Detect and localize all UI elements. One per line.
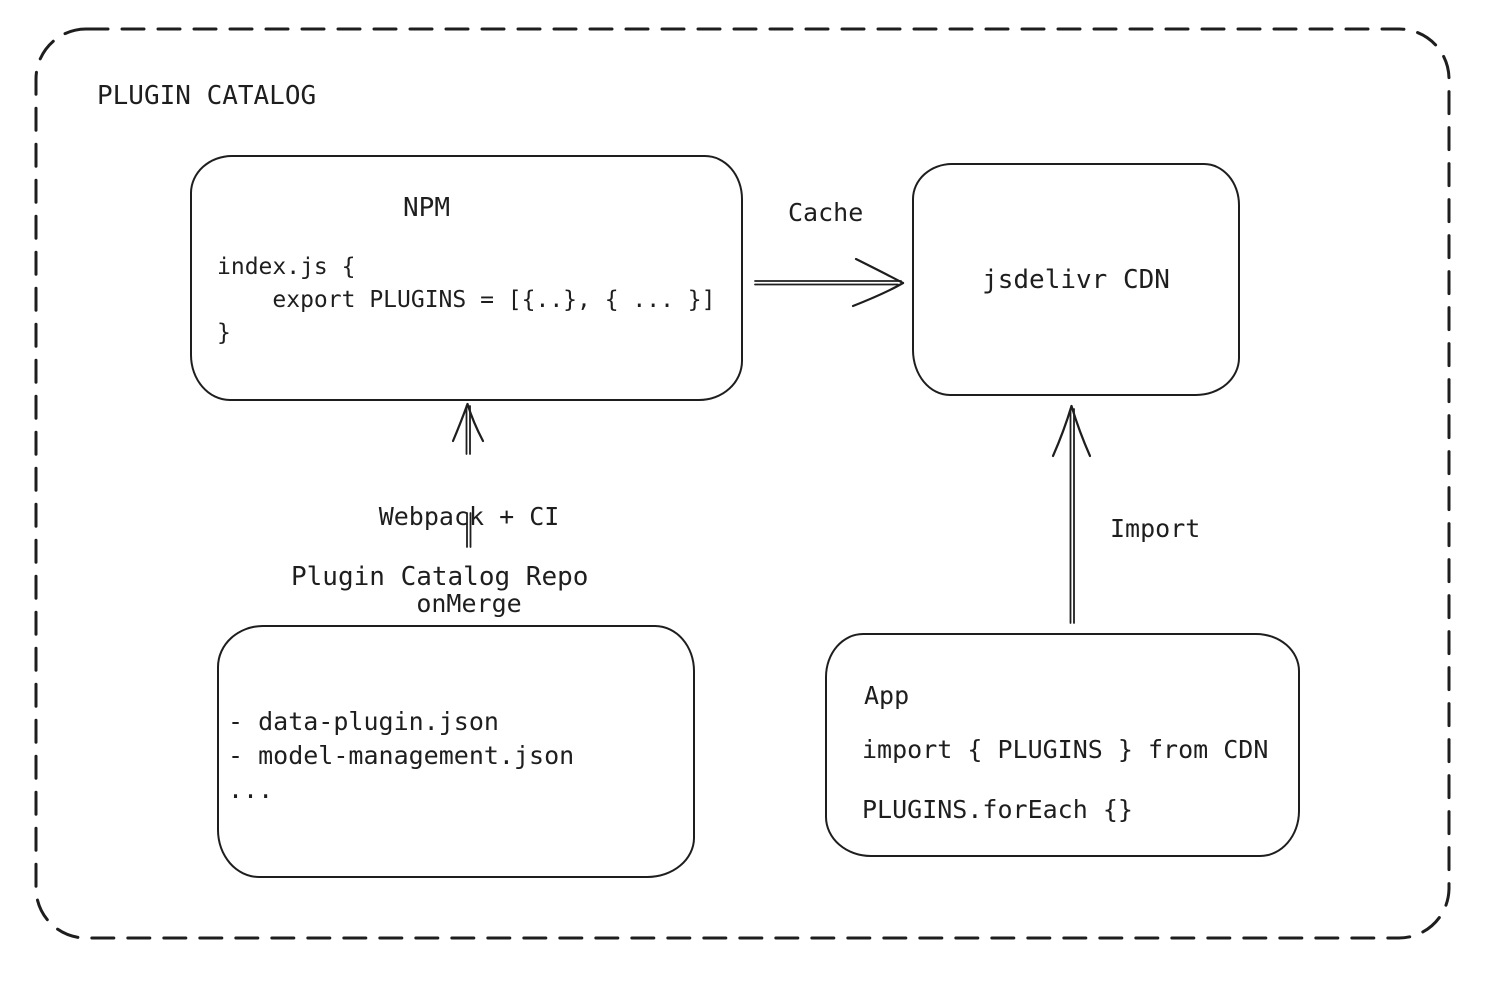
- repo-file-item: - data-plugin.json: [228, 707, 499, 736]
- app-node-title: App: [864, 681, 910, 710]
- npm-code-line: export PLUGINS = [{..}, { ... }]: [217, 287, 716, 313]
- cache-edge-label: Cache: [788, 198, 864, 227]
- npm-node[interactable]: NPM index.js { export PLUGINS = [{..}, {…: [190, 155, 743, 401]
- app-code-line: PLUGINS.forEach {}: [862, 795, 1133, 824]
- npm-code-block: index.js { export PLUGINS = [{..}, { ...…: [217, 251, 716, 350]
- repo-file-item: ...: [228, 775, 274, 804]
- build-arrow[interactable]: [451, 402, 485, 455]
- repo-node[interactable]: - data-plugin.json - model-management.js…: [217, 625, 695, 878]
- build-connector-line[interactable]: [466, 512, 472, 548]
- build-edge-label-line1: Webpack + CI: [378, 502, 560, 531]
- import-edge-label: Import: [1110, 514, 1201, 543]
- repo-file-item: - model-management.json: [228, 741, 575, 770]
- import-arrow[interactable]: [1051, 404, 1092, 624]
- app-code-line: import { PLUGINS } from CDN: [862, 735, 1269, 764]
- cdn-node-label: jsdelivr CDN: [982, 264, 1170, 295]
- npm-node-title: NPM: [403, 193, 450, 223]
- build-edge-label: Webpack + CI onMerge: [349, 444, 589, 676]
- build-edge-label-line2: onMerge: [416, 589, 522, 618]
- repo-file-list: - data-plugin.json - model-management.js…: [228, 705, 574, 807]
- cache-arrow[interactable]: [754, 257, 905, 308]
- plugin-catalog-frame: [34, 27, 1451, 940]
- frame-title: PLUGIN CATALOG: [97, 81, 317, 111]
- npm-code-line: index.js {: [217, 254, 356, 280]
- cdn-node[interactable]: jsdelivr CDN: [912, 163, 1240, 396]
- repo-node-title: Plugin Catalog Repo: [291, 562, 589, 592]
- app-node[interactable]: App import { PLUGINS } from CDN PLUGINS.…: [825, 633, 1300, 857]
- npm-code-line: }: [217, 320, 231, 346]
